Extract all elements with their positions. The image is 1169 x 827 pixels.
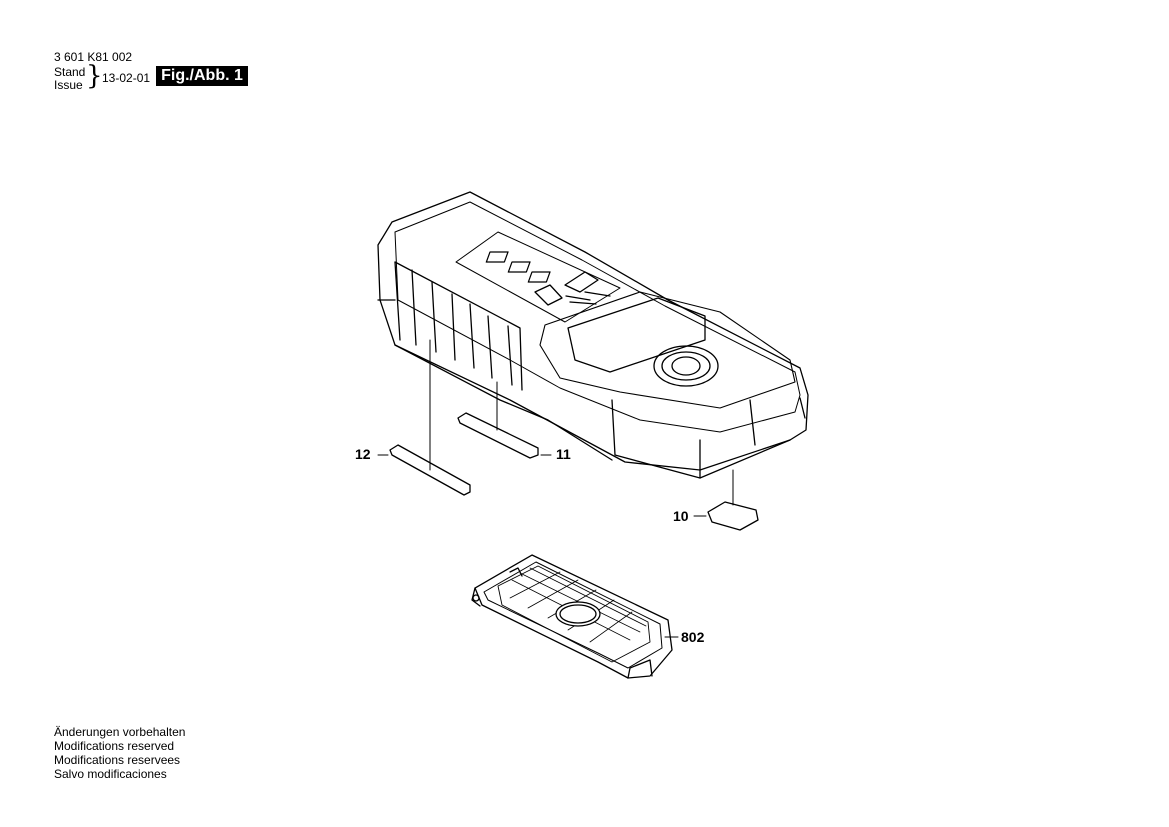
figure-label: Fig./Abb. 1 bbox=[156, 66, 248, 86]
note-es: Salvo modificaciones bbox=[54, 767, 167, 781]
issue-label: Issue bbox=[54, 78, 83, 92]
part-10-pad bbox=[707, 501, 759, 531]
callout-12: 12 bbox=[355, 446, 371, 462]
note-de: Änderungen vorbehalten bbox=[54, 725, 186, 739]
note-en: Modifications reserved bbox=[54, 739, 175, 753]
brace-symbol: } bbox=[86, 61, 103, 91]
modification-notes: Änderungen vorbehalten Modifications res… bbox=[54, 725, 185, 781]
callout-11: 11 bbox=[556, 446, 571, 462]
part-802-battery-cover bbox=[471, 554, 673, 679]
part-11-strip bbox=[457, 412, 539, 459]
part-number: 3 601 K81 002 bbox=[54, 50, 133, 64]
issue-date: 13-02-01 bbox=[102, 71, 151, 85]
part-12-strip bbox=[389, 444, 471, 496]
callout-10: 10 bbox=[673, 508, 689, 524]
note-fr: Modifications reservees bbox=[54, 753, 181, 767]
leader-lines bbox=[377, 339, 734, 638]
stand-label: Stand bbox=[54, 65, 86, 79]
callout-802: 802 bbox=[681, 629, 705, 645]
stand-issue-label: Stand Issue bbox=[54, 66, 85, 92]
device-body bbox=[377, 191, 809, 479]
